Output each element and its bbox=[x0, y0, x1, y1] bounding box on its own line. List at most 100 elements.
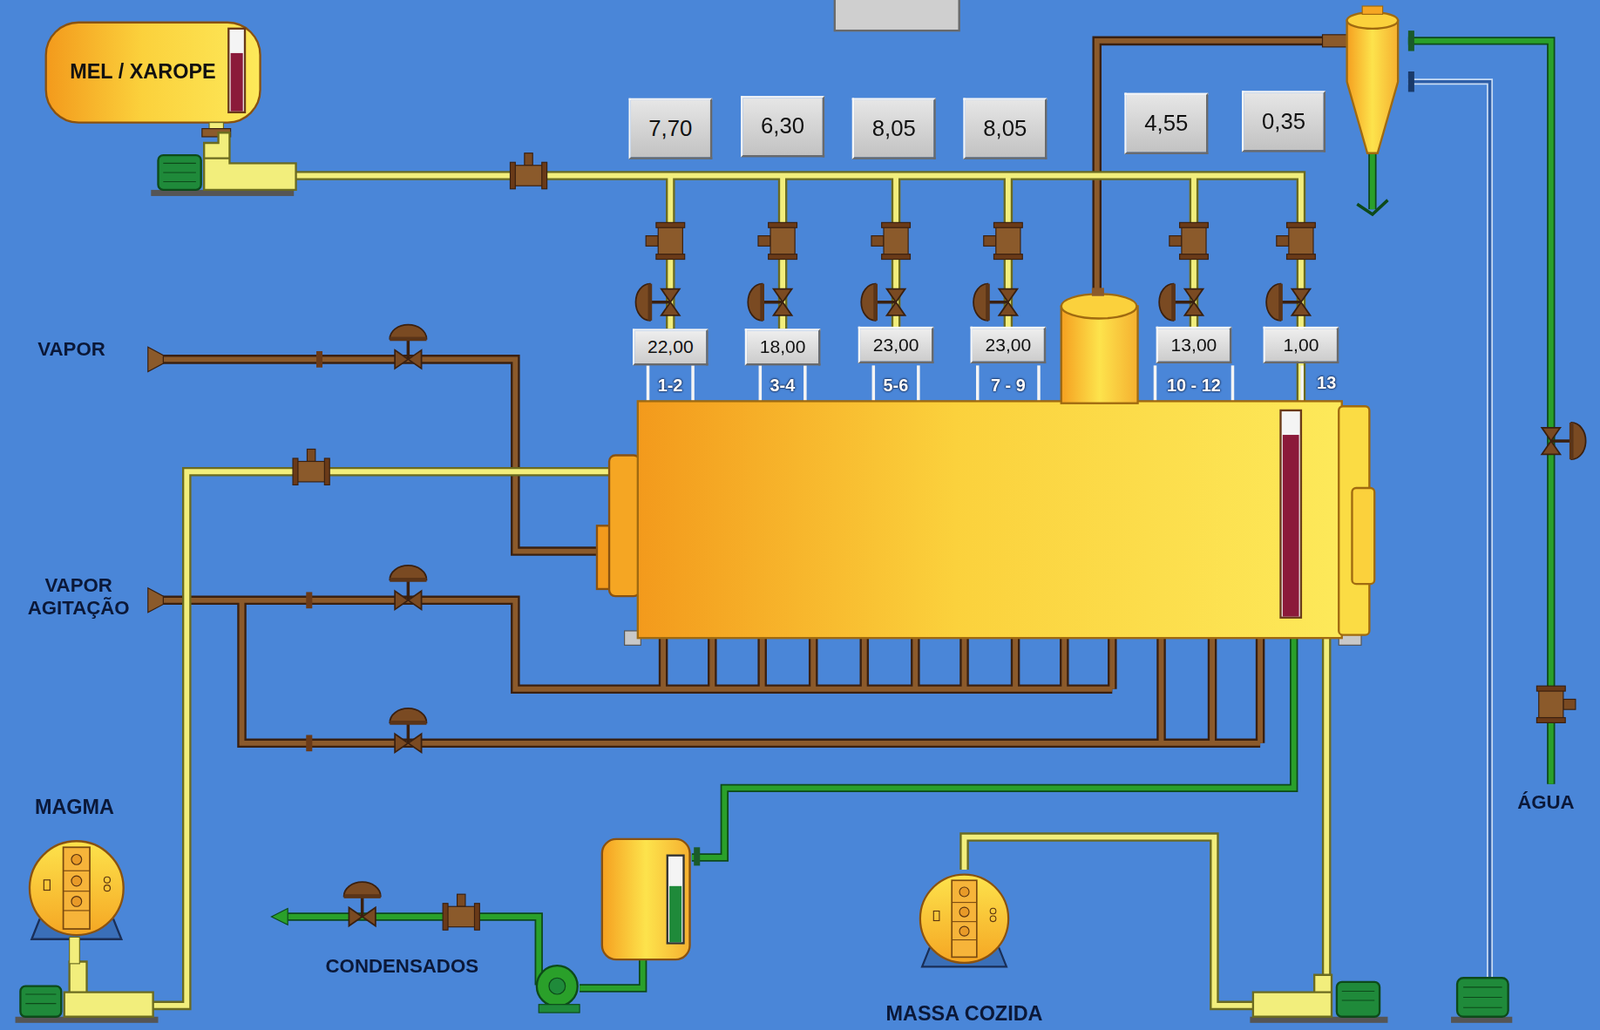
vacuum-pan bbox=[1281, 410, 1302, 618]
valve-symbol bbox=[973, 284, 1017, 321]
pan-section-number: 5-6 bbox=[882, 375, 909, 396]
pump bbox=[157, 155, 201, 190]
pan-section-number: 10 - 12 bbox=[1166, 375, 1221, 396]
cyclone bbox=[1347, 20, 1399, 153]
vapor-inlet bbox=[148, 346, 164, 372]
pan-section-number: 3-4 bbox=[769, 375, 795, 396]
valve-symbol bbox=[635, 284, 679, 321]
node-text: MAGMA bbox=[34, 794, 115, 819]
pump bbox=[1457, 977, 1509, 1017]
white-stems bbox=[691, 365, 695, 402]
pump bbox=[1253, 975, 1332, 1017]
white-stems bbox=[1153, 365, 1158, 402]
valve-readout: 18,00 bbox=[745, 328, 821, 366]
white-stems bbox=[976, 365, 980, 402]
storage-tank bbox=[920, 874, 1009, 968]
pump bbox=[536, 965, 578, 1007]
white-stems bbox=[1300, 365, 1304, 402]
node-text: 18,00 bbox=[759, 336, 807, 359]
white-stems bbox=[1037, 365, 1041, 402]
valve-symbol bbox=[389, 708, 427, 753]
pan-section-number: 1-2 bbox=[657, 375, 684, 396]
node-text: 13,00 bbox=[1171, 334, 1218, 357]
white-stems bbox=[916, 365, 921, 402]
tank-heading: MAGMA bbox=[30, 792, 119, 821]
pump bbox=[549, 977, 566, 995]
flow-readout: 4,55 bbox=[1124, 93, 1208, 155]
flowmeter-symbol bbox=[758, 222, 797, 259]
node-text: 23,00 bbox=[873, 334, 920, 357]
tank-label: MEL / XAROPE bbox=[61, 53, 224, 90]
flow-readout: 6,30 bbox=[740, 95, 825, 157]
vapor-inlet bbox=[316, 351, 323, 368]
mel-xarope-tank-drawing bbox=[46, 22, 261, 123]
label-text: VAPOR bbox=[37, 338, 105, 361]
valve-symbol bbox=[344, 284, 1587, 927]
pump bbox=[162, 181, 196, 183]
node-text: 22,00 bbox=[647, 336, 694, 359]
white-stems bbox=[646, 365, 651, 402]
water-return-pipe bbox=[1408, 81, 1491, 979]
node-text: 1,00 bbox=[1282, 334, 1319, 357]
node-text: MASSA COZIDA bbox=[886, 1002, 1044, 1026]
valve-symbol bbox=[389, 325, 427, 369]
valve-readout: 1,00 bbox=[1263, 326, 1340, 364]
cyclone bbox=[1408, 30, 1415, 51]
valve-symbol bbox=[1541, 422, 1586, 460]
condensate-tank bbox=[602, 839, 700, 960]
pump bbox=[1463, 996, 1502, 998]
vapor-inlet bbox=[305, 591, 312, 609]
node-text: 23,00 bbox=[984, 334, 1031, 357]
mel-xarope-tank-drawing bbox=[46, 22, 261, 137]
vapor-inlet bbox=[148, 346, 323, 752]
cyclone bbox=[1356, 200, 1388, 215]
flow-readout: 7,70 bbox=[628, 97, 712, 159]
green-pipes bbox=[271, 40, 1551, 989]
label-text: 7 - 9 bbox=[990, 375, 1026, 396]
node-text: 0,35 bbox=[1261, 108, 1306, 135]
valve-symbol bbox=[747, 284, 792, 321]
white-stems bbox=[648, 365, 1303, 402]
cyclone bbox=[1408, 71, 1415, 92]
vapor-inlet bbox=[148, 588, 164, 613]
vacuum-pan bbox=[637, 400, 1343, 638]
valve-symbol bbox=[344, 881, 381, 926]
flowmeter-symbol bbox=[645, 222, 685, 259]
flow-readout: 8,05 bbox=[852, 97, 936, 159]
pan-section-number: 7 - 9 bbox=[990, 375, 1026, 396]
node-text: 4,55 bbox=[1144, 110, 1188, 137]
label-text: CONDENSADOS bbox=[325, 955, 480, 978]
pump bbox=[162, 162, 196, 164]
node-text: 6,30 bbox=[760, 113, 805, 140]
valve-symbol bbox=[861, 284, 905, 321]
pump bbox=[20, 986, 62, 1017]
flowmeter-symbol bbox=[509, 153, 547, 190]
pump bbox=[1342, 999, 1375, 1001]
flowmeter-symbol bbox=[1536, 685, 1575, 723]
pump bbox=[1463, 986, 1502, 988]
stream-label: VAPOR AGITAÇÃO bbox=[21, 575, 136, 621]
pump bbox=[64, 962, 154, 1017]
flowmeter-symbol bbox=[292, 153, 1576, 930]
condensate-tank bbox=[693, 847, 700, 866]
label-text: VAPOR AGITAÇÃO bbox=[21, 575, 136, 621]
condensate-tank bbox=[669, 886, 682, 943]
vacuum-pan bbox=[609, 454, 640, 597]
pump bbox=[203, 132, 296, 190]
cyclone bbox=[1362, 6, 1383, 14]
vacuum-pan bbox=[1351, 488, 1375, 584]
flowmeter-symbol bbox=[442, 894, 480, 930]
storage-tank bbox=[69, 936, 81, 963]
white-stems bbox=[759, 365, 763, 402]
condensate-tank bbox=[667, 855, 685, 944]
node-text: 8,05 bbox=[872, 115, 916, 142]
vacuum-pan bbox=[596, 287, 1375, 645]
brown-pipes bbox=[161, 40, 1348, 744]
pump bbox=[25, 1003, 56, 1004]
brown-pipes bbox=[161, 40, 1348, 744]
valve-symbol bbox=[389, 565, 427, 610]
pump bbox=[538, 1004, 580, 1013]
vacuum-pan bbox=[1091, 287, 1105, 296]
stream-label: CONDENSADOS bbox=[325, 955, 480, 978]
storage-tank bbox=[920, 874, 1009, 968]
